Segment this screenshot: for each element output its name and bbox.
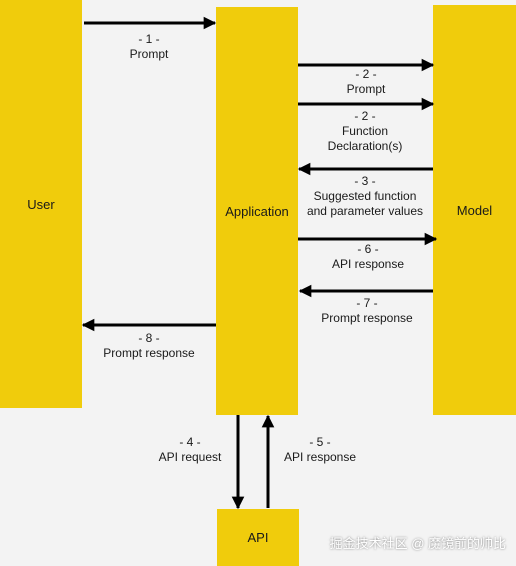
step-1-label: - 1 - Prompt bbox=[130, 32, 169, 62]
step-6-label: - 6 - API response bbox=[332, 242, 404, 272]
step-2a-number: - 2 - bbox=[355, 67, 377, 81]
step-6-number: - 6 - bbox=[357, 242, 379, 256]
step-4-number: - 4 - bbox=[179, 435, 201, 449]
step-4-text: API request bbox=[158, 450, 222, 464]
step-6-text: API response bbox=[331, 257, 405, 271]
api-label: API bbox=[247, 530, 269, 545]
step-3-line2: and parameter values bbox=[306, 204, 424, 218]
step-3-label: - 3 - Suggested function and parameter v… bbox=[307, 174, 423, 219]
step-2b-number: - 2 - bbox=[354, 109, 376, 123]
step-2b-line1: Function bbox=[341, 124, 389, 138]
step-8-label: - 8 - Prompt response bbox=[103, 331, 194, 361]
step-4-label: - 4 - API request bbox=[159, 435, 222, 465]
step-7-label: - 7 - Prompt response bbox=[321, 296, 412, 326]
model-label: Model bbox=[456, 202, 493, 218]
step-8-number: - 8 - bbox=[138, 331, 160, 345]
application-box: Application bbox=[216, 7, 298, 415]
step-2b-label: - 2 - Function Declaration(s) bbox=[328, 109, 403, 154]
watermark: 掘金技术社区 @ 魔镜前的帅比 bbox=[329, 536, 506, 551]
step-8-text: Prompt response bbox=[103, 346, 195, 360]
step-2a-text: Prompt bbox=[346, 82, 386, 96]
step-2b-line2: Declaration(s) bbox=[327, 139, 403, 153]
step-3-number: - 3 - bbox=[354, 174, 376, 188]
step-5-text: API response bbox=[283, 450, 357, 464]
step-1-number: - 1 - bbox=[138, 32, 160, 46]
step-2a-label: - 2 - Prompt bbox=[347, 67, 386, 97]
step-5-label: - 5 - API response bbox=[284, 435, 356, 465]
user-box: User bbox=[0, 0, 82, 408]
application-label: Application bbox=[225, 203, 289, 219]
api-box: API bbox=[217, 509, 299, 566]
user-label: User bbox=[27, 196, 55, 212]
step-7-number: - 7 - bbox=[356, 296, 378, 310]
step-7-text: Prompt response bbox=[321, 311, 413, 325]
step-5-number: - 5 - bbox=[309, 435, 331, 449]
step-1-text: Prompt bbox=[129, 47, 169, 61]
model-box: Model bbox=[433, 5, 516, 415]
step-3-line1: Suggested function bbox=[313, 189, 417, 203]
